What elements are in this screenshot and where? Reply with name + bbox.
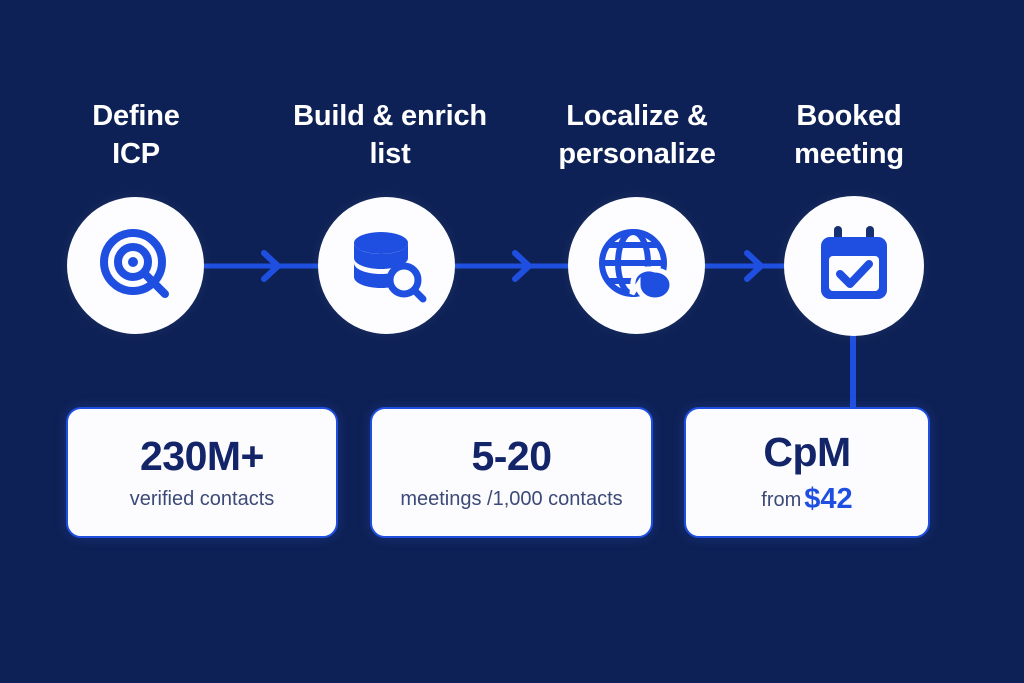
step-label-booked-meeting: Booked meeting (794, 100, 904, 170)
stat-label: verified contacts (129, 488, 275, 510)
arrow-right-icon (447, 250, 577, 282)
database-search-icon (353, 231, 426, 302)
target-search-icon (99, 228, 169, 298)
arrow-right-icon (697, 250, 793, 282)
stat-label-accent-price: $42 (804, 482, 853, 515)
flow-node-define-icp[interactable] (67, 197, 204, 334)
stat-value: 5-20 (471, 433, 552, 479)
flow-node-localize-personalize[interactable] (568, 197, 705, 334)
stat-label: meetings /1,000 contacts (400, 488, 623, 510)
stat-label: from$42 (761, 482, 853, 515)
stat-label-text: from (761, 488, 802, 511)
vertical-connector-line (850, 330, 856, 412)
stat-value: 230M+ (139, 433, 265, 479)
globe-chat-icon (598, 228, 674, 302)
stat-value: CpM (763, 428, 851, 475)
step-label-define-icp: Define ICP (92, 100, 180, 170)
flow-node-build-enrich-list[interactable] (318, 197, 455, 334)
calendar-check-icon (821, 226, 887, 299)
stat-card-meetings-rate[interactable]: 5-20 meetings /1,000 contacts (370, 407, 653, 538)
stat-card-cpm-price[interactable]: CpM from$42 (684, 407, 930, 538)
flow-node-booked-meeting[interactable] (784, 196, 924, 336)
arrow-right-icon (196, 250, 326, 282)
flow-connector-3 (697, 246, 793, 286)
step-label-localize-personalize: Localize & personalize (558, 100, 716, 170)
step-label-build-enrich-list: Build & enrich list (293, 100, 487, 170)
flow-connector-2 (447, 246, 577, 286)
stat-card-verified-contacts[interactable]: 230M+ verified contacts (66, 407, 338, 538)
flow-connector-1 (196, 246, 326, 286)
